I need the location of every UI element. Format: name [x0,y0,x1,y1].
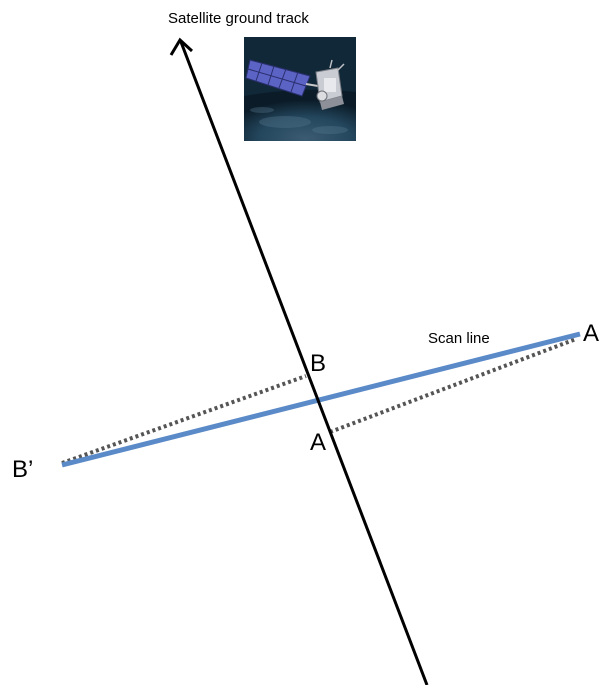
projection-line-b [61,374,307,465]
arrow-head-icon [169,37,194,56]
ground-track-line [179,41,429,685]
point-a-right-label: A [583,320,600,347]
point-a-label: A [310,429,327,456]
satellite-icon [244,37,356,141]
point-b-label: B [310,350,327,377]
point-b-prime-label: B’ [12,456,34,483]
scan-line [61,331,581,468]
projection-line-a [329,337,577,434]
ground-track-title: Satellite ground track [168,10,309,27]
scan-line-label: Scan line [428,330,490,347]
